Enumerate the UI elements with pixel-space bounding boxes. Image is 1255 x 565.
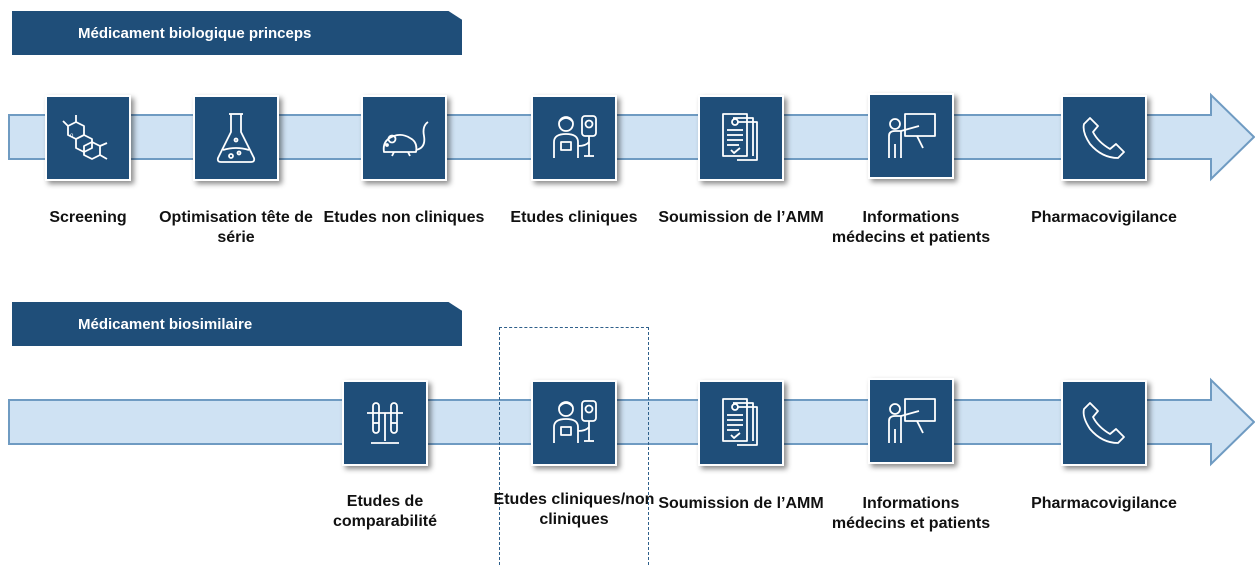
banner-princeps: Médicament biologique princeps — [12, 11, 462, 55]
step-soumission-amm — [698, 380, 784, 466]
molecule-icon: o — [62, 115, 108, 160]
clinician-icon — [553, 115, 597, 158]
step-optimisation — [193, 95, 279, 181]
step-label: Informations médecins et patients — [831, 209, 991, 246]
step-box — [531, 380, 617, 466]
banner-princeps-text: Médicament biologique princeps — [78, 24, 312, 42]
documents-icon — [722, 113, 758, 161]
banner-biosimilaire-text: Médicament biosimilaire — [78, 315, 253, 333]
step-box — [361, 95, 447, 181]
step-pharmacovigilance — [1061, 95, 1147, 181]
phone-icon — [1082, 402, 1125, 444]
step-label: Soumission de l’AMM — [658, 495, 824, 512]
step-label: Etudes cliniques/non cliniques — [493, 491, 655, 528]
documents-icon — [722, 398, 758, 446]
presenter-icon — [888, 113, 936, 158]
step-label: Screening — [49, 209, 127, 226]
highlight-dashed-frame — [499, 327, 649, 565]
step-label: Etudes non cliniques — [323, 209, 485, 226]
phone-icon — [1082, 117, 1125, 159]
step-box — [531, 95, 617, 181]
step-label: Pharmacovigilance — [1031, 209, 1177, 226]
step-label: Soumission de l’AMM — [658, 209, 824, 226]
step-box — [868, 378, 954, 464]
step-box — [193, 95, 279, 181]
step-label: Etudes de comparabilité — [332, 493, 438, 530]
clinician-icon — [553, 400, 597, 443]
flask-icon — [216, 113, 256, 163]
step-etudes-cliniques — [531, 95, 617, 181]
mouse-icon — [382, 121, 429, 157]
step-pharmacovigilance — [1061, 380, 1147, 466]
step-box: o — [45, 95, 131, 181]
step-label: Optimisation tête de série — [159, 209, 313, 246]
step-soumission-amm — [698, 95, 784, 181]
step-label: Pharmacovigilance — [1031, 495, 1177, 512]
step-box — [1061, 380, 1147, 466]
banner-biosimilaire: Médicament biosimilaire — [12, 302, 462, 346]
step-box — [698, 380, 784, 466]
step-box — [1061, 95, 1147, 181]
step-comparabilite — [342, 380, 428, 466]
step-label: Informations médecins et patients — [831, 495, 991, 532]
step-box — [868, 93, 954, 179]
presenter-icon — [888, 398, 936, 443]
step-informations — [868, 378, 954, 464]
step-box — [342, 380, 428, 466]
step-box — [698, 95, 784, 181]
step-informations — [868, 93, 954, 179]
test-tubes-icon — [367, 402, 403, 444]
svg-text:o: o — [70, 133, 74, 139]
step-etudes-non-cliniques — [361, 95, 447, 181]
step-label: Etudes cliniques — [510, 209, 638, 226]
step-etudes-cliniques-non-cliniques — [531, 380, 617, 466]
step-screening: o — [45, 95, 131, 181]
